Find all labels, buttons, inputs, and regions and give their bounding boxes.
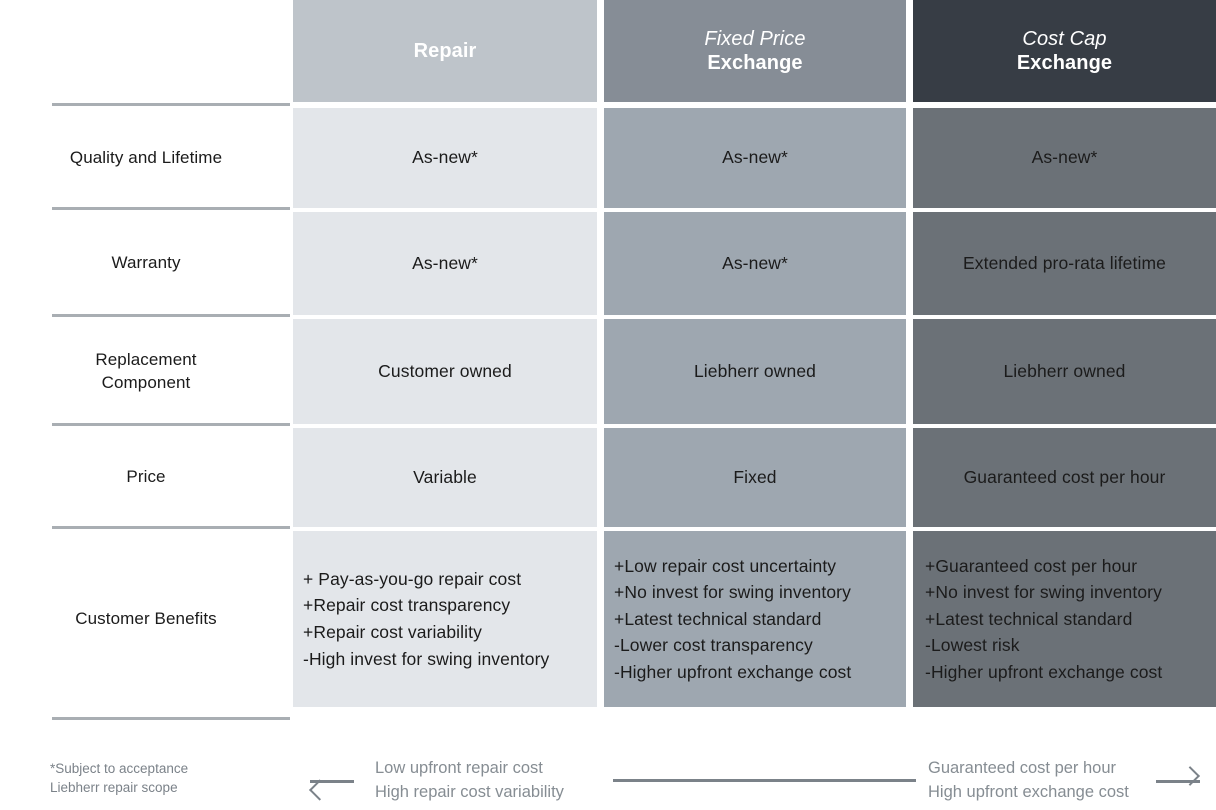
cell-price-repair: Variable xyxy=(292,426,603,529)
row-label-customer-benefits: Customer Benefits xyxy=(0,526,292,709)
cell-benefits-repair: + Pay-as-you-go repair cost +Repair cost… xyxy=(292,529,603,709)
cell-value: Customer owned xyxy=(378,360,512,381)
cell-price-fixed-price: Fixed xyxy=(603,426,912,529)
row-label-text: Quality and Lifetime xyxy=(69,147,223,167)
list-item: -Higher upfront exchange cost xyxy=(925,661,1163,682)
axis-line xyxy=(613,779,916,782)
cell-value: As-new* xyxy=(412,252,478,273)
row-divider xyxy=(52,423,290,426)
table-bottom-divider-cell xyxy=(0,709,292,726)
table-bottom-spacer-fixed-price xyxy=(603,709,912,726)
cell-quality-cost-cap: As-new* xyxy=(912,106,1216,210)
cell-warranty-cost-cap: Extended pro-rata lifetime xyxy=(912,210,1216,317)
cell-quality-repair: As-new* xyxy=(292,106,603,210)
row-divider xyxy=(52,717,290,720)
table-bottom-spacer-cost-cap xyxy=(912,709,1216,726)
axis-label-left: Low upfront repair cost High repair cost… xyxy=(375,756,564,805)
list-item: +Repair cost variability xyxy=(303,622,482,642)
list-item: +Low repair cost uncertainty xyxy=(614,555,837,576)
list-item: -Higher upfront exchange cost xyxy=(614,661,852,682)
row-label-text: Replacement Component xyxy=(95,349,196,395)
axis-label-right-line1: Guaranteed cost per hour xyxy=(928,759,1117,777)
list-item: +Latest technical standard xyxy=(614,608,822,629)
footer: *Subject to acceptance Liebherr repair s… xyxy=(0,726,1216,810)
axis-label-right: Guaranteed cost per hour High upfront ex… xyxy=(928,756,1129,805)
column-header-cost-cap-exchange: Cost Cap Exchange xyxy=(912,0,1216,106)
cell-value: As-new* xyxy=(722,147,788,168)
header-corner-cell xyxy=(0,0,292,106)
row-label-price: Price xyxy=(0,423,292,529)
row-divider xyxy=(52,314,290,317)
row-label-quality-and-lifetime: Quality and Lifetime xyxy=(0,103,292,210)
footnote-line2: Liebherr repair scope xyxy=(50,780,178,796)
row-label-text: Price xyxy=(126,467,166,487)
row-label-warranty: Warranty xyxy=(0,207,292,317)
footnote-line1: *Subject to acceptance xyxy=(50,761,189,776)
cell-value: As-new* xyxy=(412,147,478,168)
arrow-left-icon xyxy=(310,780,354,783)
axis-label-left-line2: High repair cost variability xyxy=(375,783,564,802)
column-header-cost-cap-title: Exchange xyxy=(1016,52,1113,74)
list-item: -High invest for swing inventory xyxy=(303,648,550,669)
table-bottom-spacer-repair xyxy=(292,709,603,726)
row-label-line1: Replacement xyxy=(95,349,197,369)
list-item: -Lowest risk xyxy=(925,635,1020,656)
row-label-text: Customer Benefits xyxy=(75,608,217,628)
benefits-list-cost-cap: +Guaranteed cost per hour +No invest for… xyxy=(913,553,1216,686)
axis-label-right-line2: High upfront exchange cost xyxy=(928,783,1129,802)
list-item: +Guaranteed cost per hour xyxy=(925,555,1138,576)
list-item: +No invest for swing inventory xyxy=(614,582,851,603)
cell-value: Liebherr owned xyxy=(1003,360,1126,381)
cell-value: Extended pro-rata lifetime xyxy=(963,252,1166,273)
arrow-right-icon xyxy=(1156,780,1200,783)
cell-replacement-fixed-price: Liebherr owned xyxy=(603,317,912,426)
cell-value: As-new* xyxy=(1031,147,1098,168)
cell-replacement-repair: Customer owned xyxy=(292,317,603,426)
cell-value: Liebherr owned xyxy=(693,360,817,381)
cell-benefits-fixed-price: +Low repair cost uncertainty +No invest … xyxy=(603,529,912,709)
column-header-cost-cap-subtitle: Cost Cap xyxy=(1022,27,1107,50)
cell-replacement-cost-cap: Liebherr owned xyxy=(912,317,1216,426)
list-item: +Latest technical standard xyxy=(925,608,1133,629)
cell-warranty-repair: As-new* xyxy=(292,210,603,317)
cell-price-cost-cap: Guaranteed cost per hour xyxy=(912,426,1216,529)
cell-value: As-new* xyxy=(722,252,788,273)
row-label-line2: Component xyxy=(101,372,191,392)
row-divider xyxy=(52,103,290,106)
list-item: +No invest for swing inventory xyxy=(925,582,1162,603)
list-item: +Repair cost transparency xyxy=(303,595,511,616)
cell-value: Variable xyxy=(413,466,477,487)
axis-label-left-line1: Low upfront repair cost xyxy=(375,759,543,777)
column-header-repair-title: Repair xyxy=(413,39,477,62)
cell-value: Guaranteed cost per hour xyxy=(963,466,1166,487)
column-header-fixed-price-exchange: Fixed Price Exchange xyxy=(603,0,912,106)
cell-quality-fixed-price: As-new* xyxy=(603,106,912,210)
row-label-text: Warranty xyxy=(111,253,181,273)
cell-value: Fixed xyxy=(733,466,777,487)
row-divider xyxy=(52,526,290,529)
cost-tradeoff-axis: Low upfront repair cost High repair cost… xyxy=(310,754,1200,806)
row-label-replacement-component: Replacement Component xyxy=(0,314,292,426)
benefits-list-repair: + Pay-as-you-go repair cost +Repair cost… xyxy=(293,566,597,672)
service-comparison-table: Repair Fixed Price Exchange Cost Cap Exc… xyxy=(0,0,1216,726)
list-item: -Lower cost transparency xyxy=(614,635,813,656)
list-item: + Pay-as-you-go repair cost xyxy=(303,568,522,589)
column-header-fixed-price-title: Exchange xyxy=(707,52,803,74)
cell-benefits-cost-cap: +Guaranteed cost per hour +No invest for… xyxy=(912,529,1216,709)
column-header-repair: Repair xyxy=(292,0,603,106)
cell-warranty-fixed-price: As-new* xyxy=(603,210,912,317)
column-header-fixed-price-subtitle: Fixed Price xyxy=(704,27,806,50)
benefits-list-fixed-price: +Low repair cost uncertainty +No invest … xyxy=(604,553,906,686)
row-divider xyxy=(52,207,290,210)
footnote: *Subject to acceptance Liebherr repair s… xyxy=(50,759,188,797)
